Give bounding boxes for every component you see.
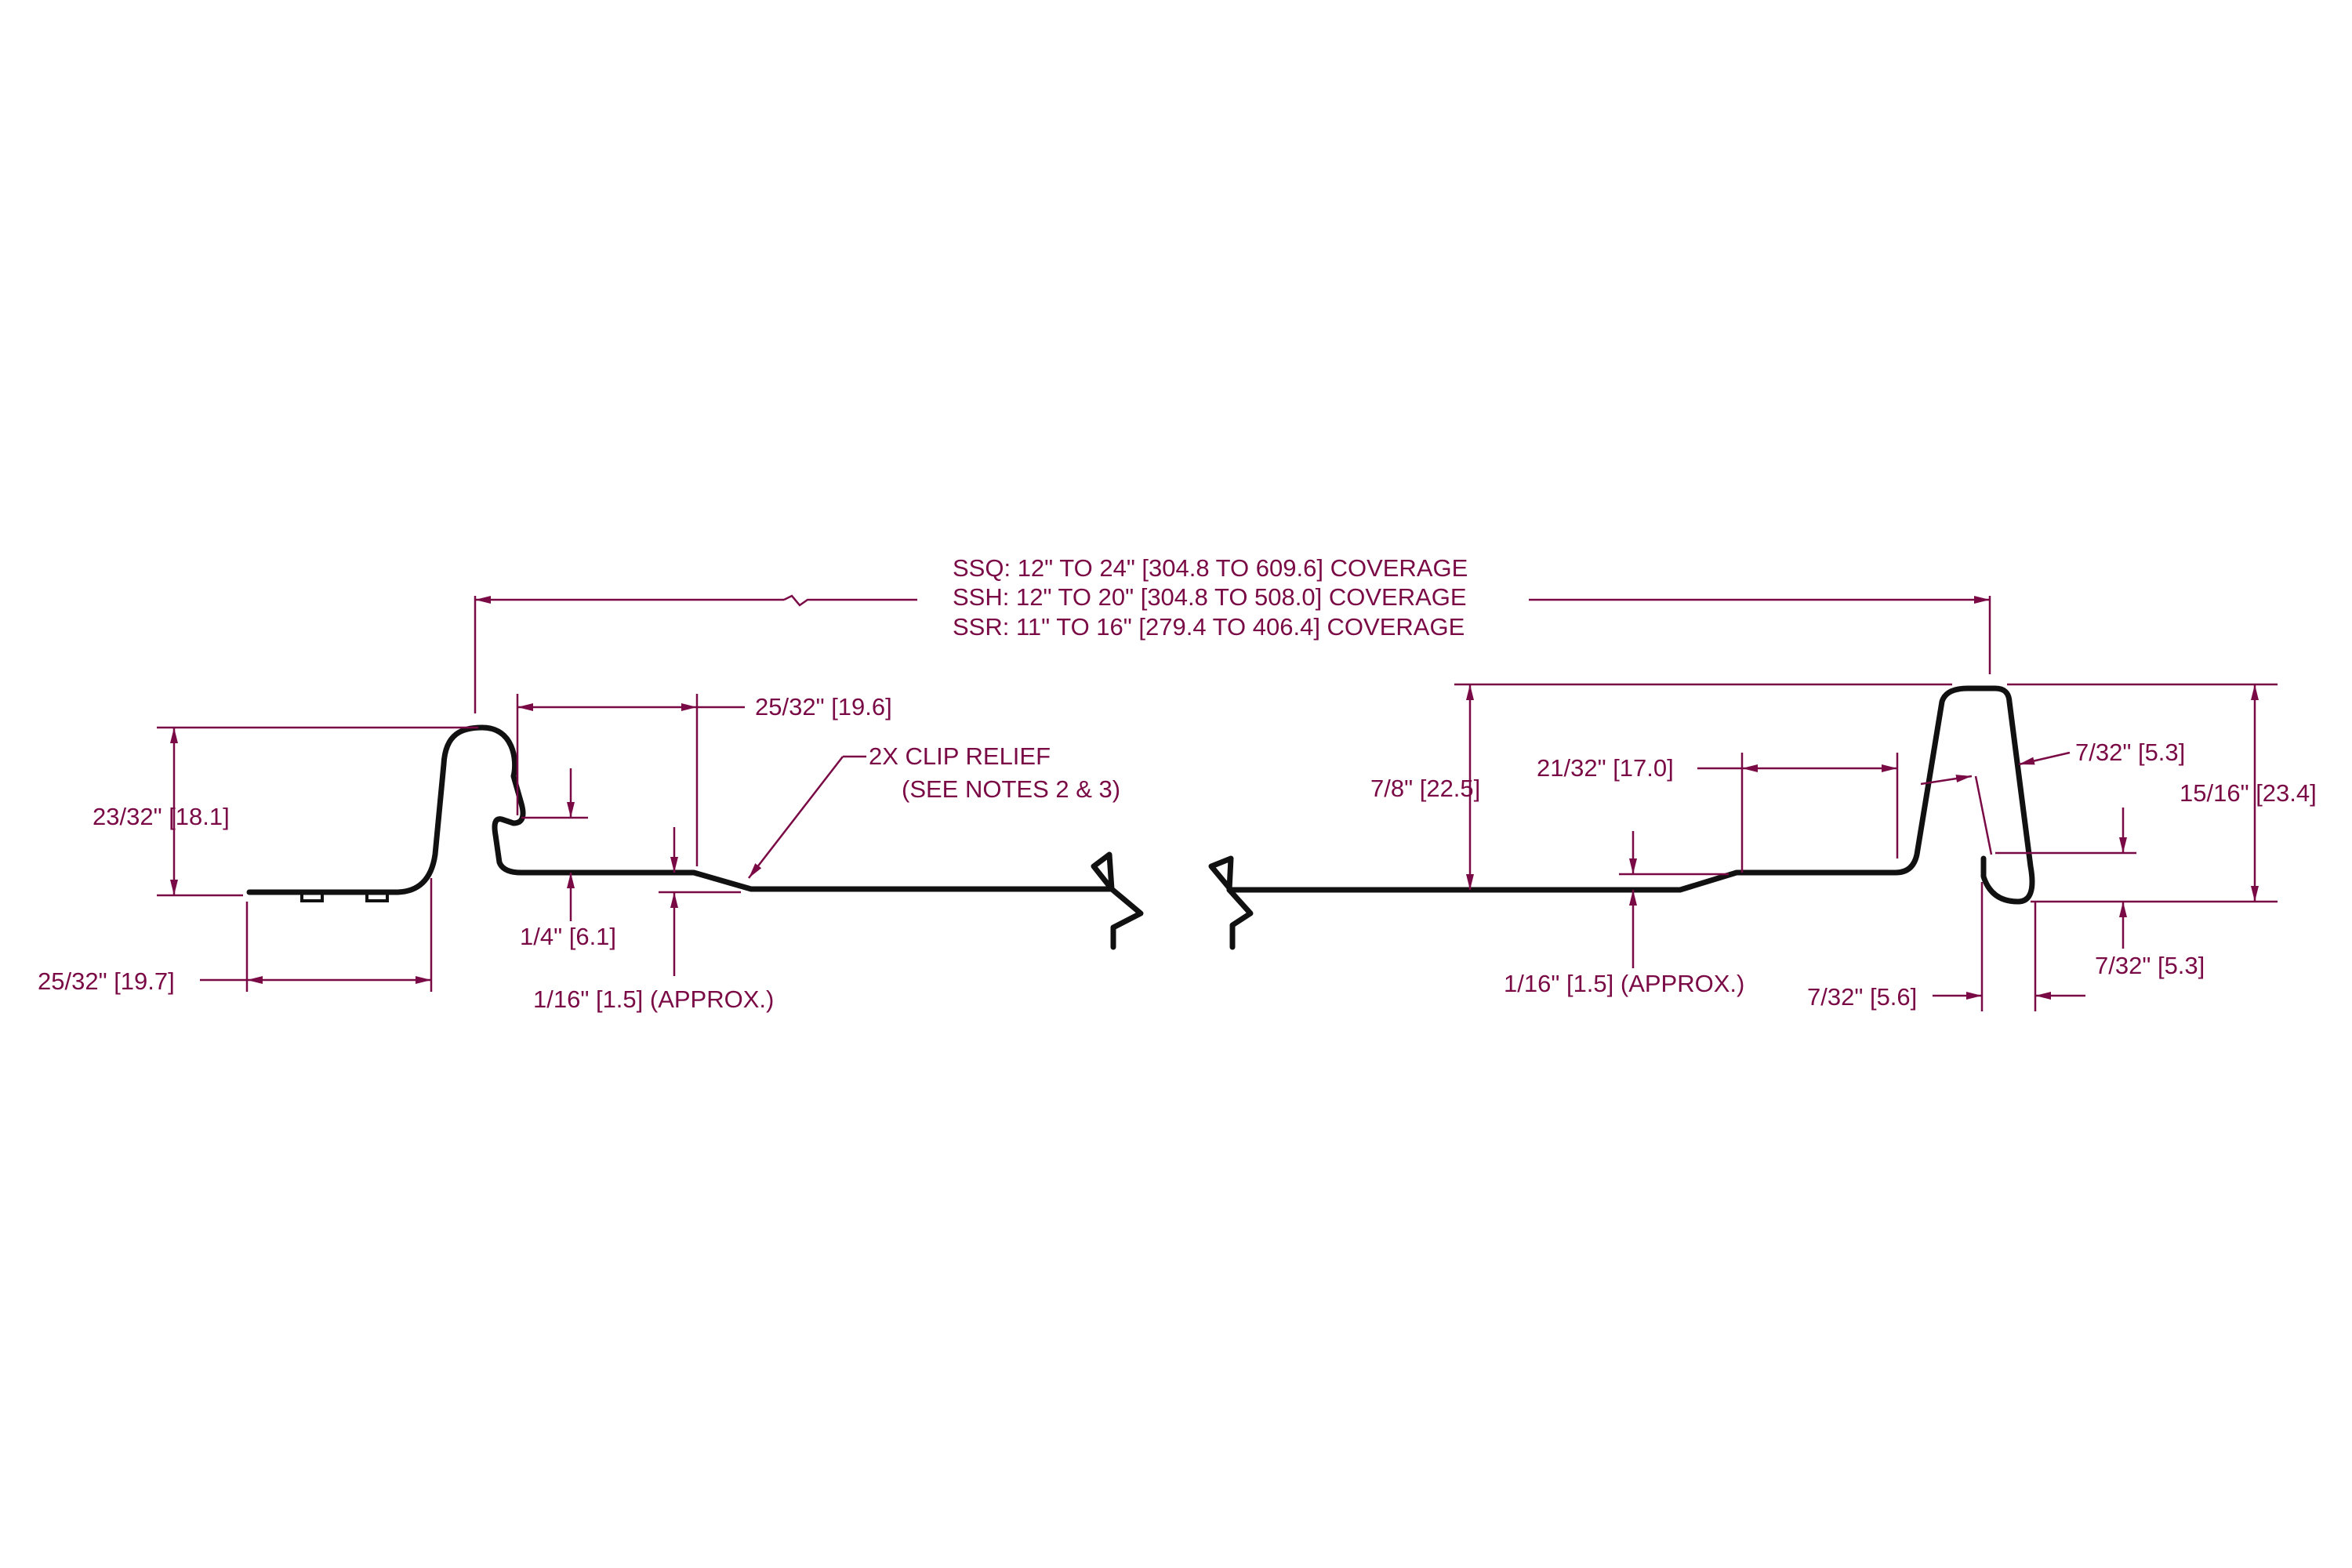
left-panel-profile — [246, 724, 1144, 950]
left-relief-depth-dimension — [659, 827, 741, 976]
clip-relief-leader — [748, 755, 866, 879]
left-break-symbol — [1091, 851, 1144, 950]
left-flat-dimension — [516, 694, 745, 866]
clip-relief-notes-label: (SEE NOTES 2 & 3) — [902, 775, 1120, 803]
coverage-ssq-label: SSQ: 12" TO 24" [304.8 TO 609.6] COVERAG… — [953, 554, 1468, 582]
right-rib-height-label: 7/8" [22.5] — [1370, 775, 1480, 802]
left-flange-dimension — [200, 878, 433, 992]
left-flat-label: 25/32" [19.6] — [755, 693, 892, 720]
right-hem-top-dimension — [1920, 751, 2071, 855]
right-hem-top-label: 7/32" [5.3] — [2075, 739, 2185, 766]
right-relief-depth-dimension — [1619, 831, 1729, 968]
coverage-ssr-label: SSR: 11" TO 16" [279.4 TO 406.4] COVERAG… — [953, 613, 1465, 641]
right-hem-bottom-label: 7/32" [5.3] — [2095, 952, 2205, 979]
left-flange-label: 25/32" [19.7] — [38, 967, 175, 995]
right-relief-depth-label: 1/16" [1.5] (APPROX.) — [1504, 970, 1744, 997]
left-relief-depth-label: 1/16" [1.5] (APPROX.) — [533, 985, 774, 1013]
clip-relief-label: 2X CLIP RELIEF — [869, 742, 1051, 770]
right-hem-bottom-dimension — [1995, 808, 2136, 949]
right-break-symbol — [1208, 855, 1254, 950]
right-flat-dimension — [1697, 753, 1899, 873]
right-flat-label: 21/32" [17.0] — [1537, 754, 1674, 782]
right-hem-width-dimension — [1933, 882, 2085, 1011]
right-rib-height-dimension — [1454, 683, 1952, 890]
right-total-height-dimension — [2007, 683, 2278, 903]
left-offset-dimension — [521, 768, 588, 921]
right-panel-profile — [1208, 685, 2035, 950]
right-hem-width-label: 7/32" [5.6] — [1807, 983, 1917, 1011]
left-height-dimension — [157, 726, 478, 897]
coverage-ssh-label: SSH: 12" TO 20" [304.8 TO 508.0] COVERAG… — [953, 583, 1467, 611]
coverage-dimension — [474, 594, 1991, 713]
right-total-height-label: 15/16" [23.4] — [2180, 779, 2317, 807]
left-offset-label: 1/4" [6.1] — [520, 923, 616, 950]
left-height-label: 23/32" [18.1] — [93, 803, 230, 830]
